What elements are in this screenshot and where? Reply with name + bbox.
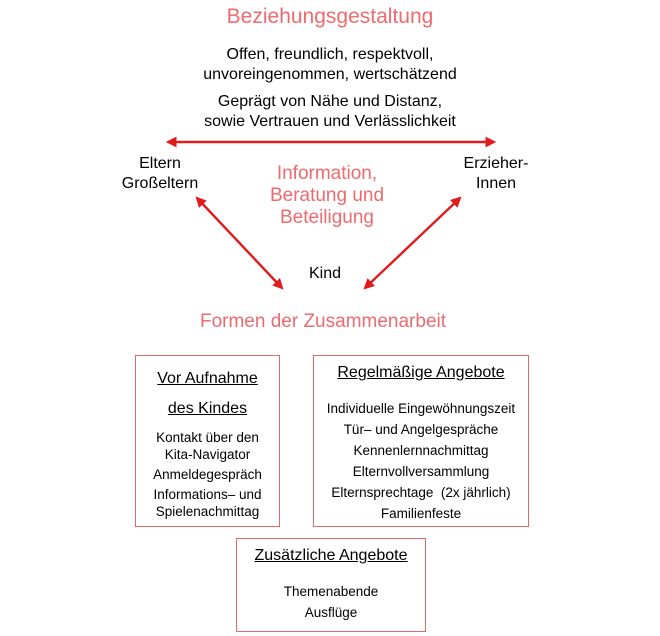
box-regular-offers-heading: Regelmäßige Angebote	[337, 364, 505, 381]
diagram-title: Beziehungsgestaltung	[226, 5, 434, 28]
center-text-line-3: Beteiligung	[279, 207, 375, 228]
list-item: Tür– und Angelgespräche	[343, 422, 499, 437]
box-regular-offers: Regelmäßige Angebote Individuelle Eingew…	[313, 355, 529, 527]
box-additional-offers: Zusätzliche Angebote Themenabende Ausflü…	[236, 538, 426, 632]
list-item: Anmeldegespräch	[153, 467, 262, 482]
node-parents-line-1: Eltern	[139, 155, 181, 172]
list-item: Themenabende	[283, 584, 379, 599]
box-before-admission: Vor Aufnahme des Kindes Kontakt über den…	[135, 355, 280, 527]
arrow-parents-child	[195, 196, 284, 290]
list-item: Spielenachmittag	[155, 504, 260, 519]
quality-line-2: unvoreingenommen, wertschätzend	[203, 66, 457, 83]
quality-line-4: sowie Vertrauen und Verlässlichkeit	[204, 113, 456, 130]
center-text-line-1: Information,	[276, 163, 378, 184]
list-item: Individuelle Eingewöhnungszeit	[326, 401, 516, 416]
list-item: Kita-Navigator	[164, 447, 251, 462]
list-item: Kennenlernnachmittag	[353, 443, 489, 458]
box-regular-offers-items: Individuelle Eingewöhnungszeit Tür– und …	[314, 398, 528, 524]
box-before-admission-heading-line-1: Vor Aufnahme	[157, 370, 258, 387]
list-item: Ausflüge	[304, 605, 358, 620]
section-title: Formen der Zusammenarbeit	[199, 311, 447, 332]
list-item: Informations– und	[153, 487, 262, 502]
node-educators: Erzieher- Innen	[464, 154, 529, 194]
node-parents-line-2: Großeltern	[121, 175, 199, 192]
box-before-admission-heading-line-2: des Kindes	[167, 400, 248, 417]
box-additional-offers-items: Themenabende Ausflüge	[237, 581, 425, 623]
list-item: Kontakt über den	[156, 430, 259, 445]
box-additional-offers-heading: Zusätzliche Angebote	[254, 547, 408, 564]
quality-line-1: Offen, freundlich, respektvoll,	[226, 46, 434, 63]
node-parents: Eltern Großeltern	[122, 154, 198, 194]
node-child: Kind	[308, 265, 342, 282]
node-educators-line-2: Innen	[475, 175, 517, 192]
box-before-admission-items: Kontakt über den Kita-Navigator Anmeldeg…	[136, 429, 279, 520]
list-item: Familienfeste	[380, 506, 462, 521]
arrow-educators-child	[363, 196, 462, 290]
node-educators-line-1: Erzieher-	[463, 155, 529, 172]
center-text: Information, Beratung und Beteiligung	[270, 163, 384, 229]
center-text-line-2: Beratung und	[269, 185, 385, 206]
list-item: Elternsprechtage (2x jährlich)	[331, 485, 511, 500]
quality-line-3: Geprägt von Nähe und Distanz,	[217, 93, 443, 110]
box-before-admission-heading: Vor Aufnahme des Kindes	[136, 364, 279, 424]
list-item: Elternvollversammlung	[352, 464, 490, 479]
